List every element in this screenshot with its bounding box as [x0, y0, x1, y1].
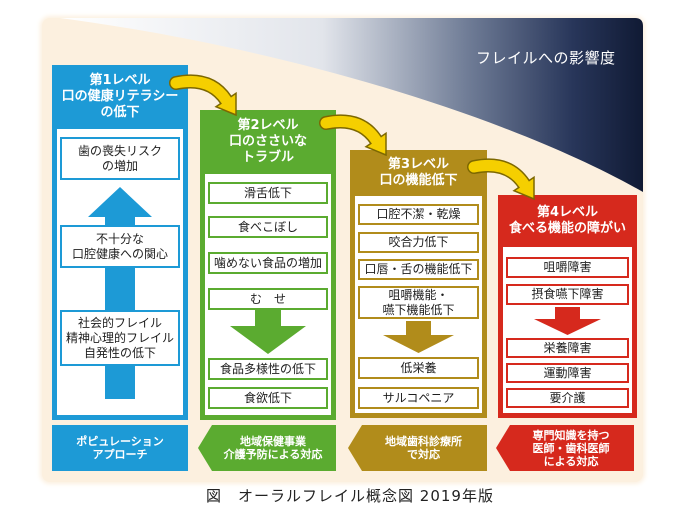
level-1-item-tooth-loss-risk: 歯の喪失リスク の増加	[60, 137, 180, 180]
level-4-item-motor-disorder: 運動障害	[506, 363, 629, 383]
level-4-item-dysphagia: 摂食嚥下障害	[506, 284, 629, 305]
level-1-up-arrow-shape	[88, 187, 152, 399]
level-4-header: 第4レベル 食べる機能の障がい	[508, 205, 626, 236]
level-1-item-low-oral-health-interest: 不十分な 口腔健康への関心	[60, 225, 180, 268]
level-2-item-choking: む せ	[208, 288, 328, 310]
level-3-down-arrow	[383, 321, 454, 353]
level-2-header: 第2レベル 口のささいな トラブル	[228, 118, 307, 165]
approach-community-health: 地域保健事業 介護予防による対応	[198, 425, 336, 471]
approach-population: ポピュレーション アプローチ	[52, 425, 188, 471]
level-2-item-appetite: 食欲低下	[208, 387, 328, 409]
figure-caption: 図 オーラルフレイル概念図 2019年版	[206, 487, 494, 505]
level-3-item-oral-hygiene-dryness: 口腔不潔・乾燥	[358, 204, 479, 225]
level-4-column: 第4レベル 食べる機能の障がい 咀嚼障害 摂食嚥下障害 栄養障害 運動障害 要介…	[498, 195, 637, 418]
level-2-down-arrow	[230, 310, 306, 354]
level-3-column: 第3レベル 口の機能低下 口腔不潔・乾燥 咬合力低下 口唇・舌の機能低下 咀嚼機…	[350, 150, 487, 418]
level-3-item-sarcopenia: サルコペニア	[358, 387, 479, 409]
approach-dental-clinic: 地域歯科診療所 で対応	[348, 425, 487, 471]
level-1-item-social-frailty: 社会的フレイル 精神心理的フレイル 自発性の低下	[60, 310, 180, 366]
level-3-header: 第3レベル 口の機能低下	[379, 157, 458, 188]
level-1-column: 第1レベル 口の健康リテラシー の低下 歯の喪失リスク の増加 不十分な 口腔健…	[52, 65, 188, 420]
level-3-item-lip-tongue-function: 口唇・舌の機能低下	[358, 259, 479, 280]
level-2-item-unchewable-foods: 噛めない食品の増加	[208, 252, 328, 274]
level-4-item-nutrition-disorder: 栄養障害	[506, 338, 629, 358]
level-4-down-arrow	[534, 307, 601, 335]
level-3-down-arrow-shape	[383, 321, 454, 353]
level-4-down-arrow-shape	[534, 307, 601, 335]
level-1-header: 第1レベル 口の健康リテラシー の低下	[61, 73, 179, 120]
level-3-item-chewing-swallowing: 咀嚼機能・ 嚥下機能低下	[358, 286, 479, 319]
level-4-item-chewing-disorder: 咀嚼障害	[506, 257, 629, 278]
level-2-down-arrow-shape	[230, 310, 306, 354]
level-2-item-articulation: 滑舌低下	[208, 182, 328, 204]
level-4-item-care-needed: 要介護	[506, 388, 629, 408]
level-3-item-undernutrition: 低栄養	[358, 357, 479, 379]
level-2-item-food-spilling: 食べこぼし	[208, 216, 328, 238]
level-2-item-food-variety: 食品多様性の低下	[208, 358, 328, 380]
impact-label: フレイルへの影響度	[476, 49, 616, 67]
level-2-column: 第2レベル 口のささいな トラブル 滑舌低下 食べこぼし 噛めない食品の増加 む…	[200, 110, 336, 420]
level-3-item-bite-force: 咬合力低下	[358, 232, 479, 253]
approach-specialist: 専門知識を持つ 医師・歯科医師 による対応	[496, 425, 634, 471]
level-1-up-arrow	[88, 187, 152, 399]
